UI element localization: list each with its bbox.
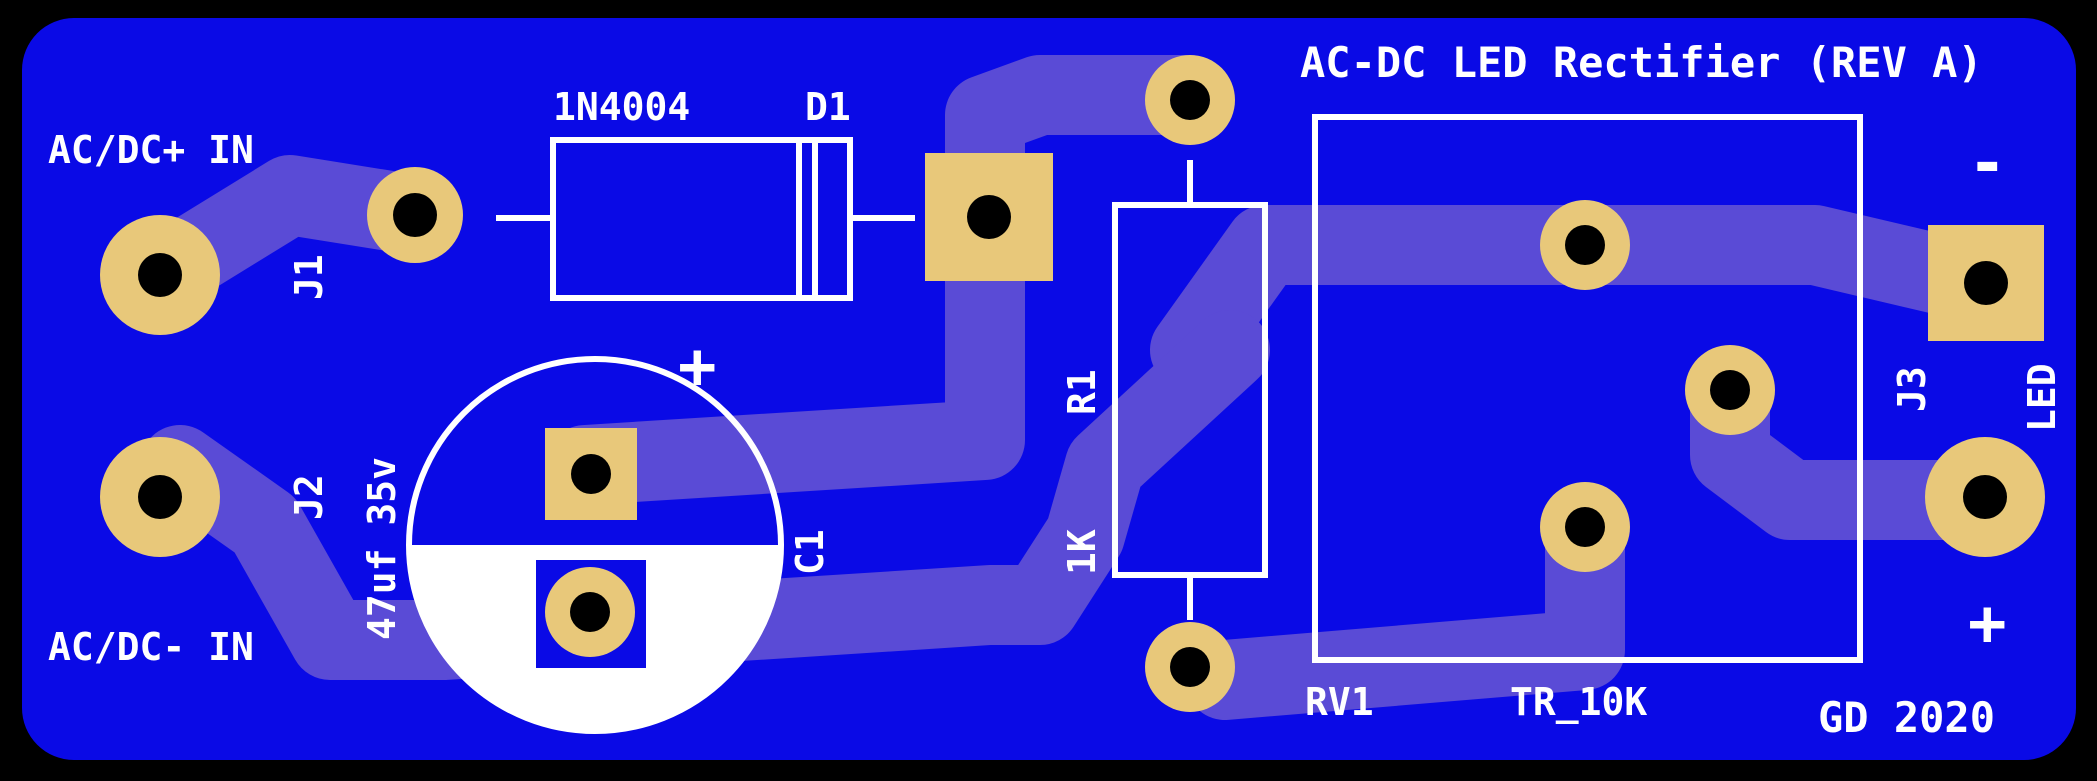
copper-traces <box>120 55 2025 720</box>
drill-j1-2 <box>393 193 437 237</box>
diode-d1-footprint <box>496 137 915 301</box>
diode-ref-label: D1 <box>805 85 851 129</box>
drill-j1-1 <box>138 253 182 297</box>
board-title: AC-DC LED Rectifier (REV A) <box>1300 38 1983 87</box>
led-label: LED <box>2020 363 2064 432</box>
capacitor-plus-label: + <box>678 330 717 404</box>
trimmer-ref-label: RV1 <box>1305 680 1374 724</box>
trace-d1-to-c1 <box>545 175 1025 505</box>
trace-j2-to-rv1 <box>140 310 1270 680</box>
drill-r1-bottom <box>1170 647 1210 687</box>
ac-dc-minus-in-label: AC/DC- IN <box>48 625 254 669</box>
capacitor-ref-label: C1 <box>788 529 832 575</box>
drill-holes <box>138 80 2008 687</box>
drill-j3-1 <box>1964 261 2008 305</box>
led-minus-label: - <box>1968 127 2007 201</box>
drill-r1-top <box>1170 80 1210 120</box>
j1-label: J1 <box>287 254 331 300</box>
drill-rv1-3 <box>1565 507 1605 547</box>
resistor-ref-label: R1 <box>1060 369 1104 415</box>
drill-c1-positive <box>571 454 611 494</box>
drill-rv1-1 <box>1565 225 1605 265</box>
drill-c1-negative <box>570 592 610 632</box>
drill-j2-1 <box>138 475 182 519</box>
resistor-r1-footprint <box>1112 160 1268 620</box>
drill-d1-cathode <box>967 195 1011 239</box>
capacitor-value-label: 47uf 35v <box>360 457 404 640</box>
ac-dc-plus-in-label: AC/DC+ IN <box>48 128 254 172</box>
j3-label: J3 <box>1890 366 1934 412</box>
j2-label: J2 <box>287 474 331 520</box>
led-plus-label: + <box>1968 587 2007 661</box>
trace-r1-to-j3 <box>1150 205 2025 390</box>
footer-label: GD 2020 <box>1818 693 1995 742</box>
diode-value-label: 1N4004 <box>553 85 690 129</box>
drill-j3-2 <box>1963 475 2007 519</box>
resistor-value-label: 1K <box>1060 529 1104 575</box>
trimmer-value-label: TR_10K <box>1510 680 1647 724</box>
trimmer-rv1-outline <box>1312 114 1863 663</box>
silkscreen-text: AC-DC LED Rectifier (REV A) AC/DC+ IN AC… <box>48 38 2064 742</box>
drill-rv1-2 <box>1710 370 1750 410</box>
